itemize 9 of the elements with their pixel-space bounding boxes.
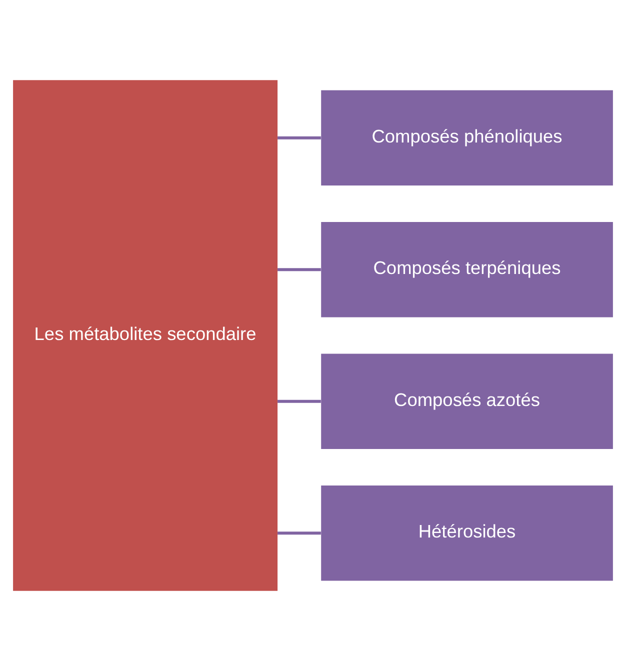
node-box: Les métabolites secondaire — [12, 80, 278, 590]
connector — [277, 531, 320, 534]
connector — [277, 136, 320, 139]
node-box: Hétérosides — [320, 484, 612, 580]
connector — [277, 399, 320, 402]
connector — [277, 268, 320, 271]
node-box: Composés terpéniques — [320, 222, 612, 317]
node-box: Composés phénoliques — [320, 90, 612, 186]
node-box: Composés azotés — [320, 353, 612, 448]
